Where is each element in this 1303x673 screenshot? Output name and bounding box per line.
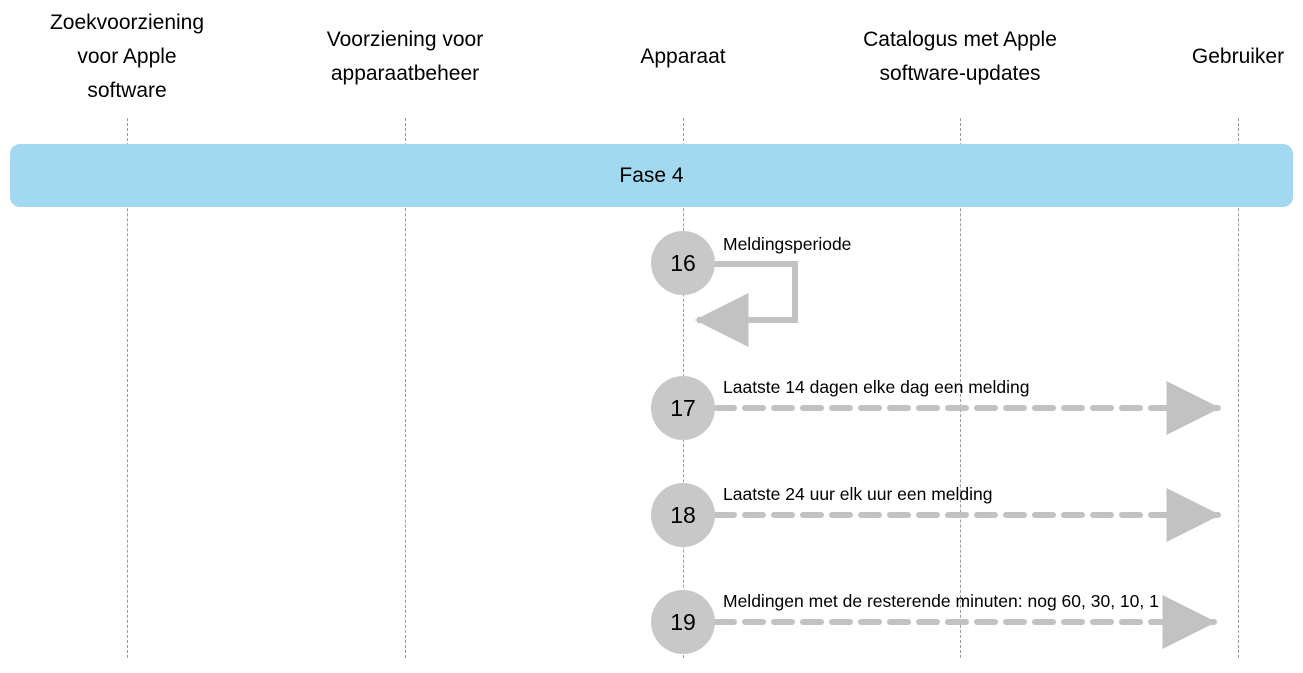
step-number-19: 19: [670, 608, 696, 635]
step-label-19: Meldingen met de resterende minuten: nog…: [723, 591, 1159, 611]
lane-header-voorziening-apparaatbeheer: Voorziening voor apparaatbeheer: [326, 28, 484, 85]
lane-line-zoekvoorziening: [127, 118, 128, 658]
step-label-17: Laatste 14 dagen elke dag een melding: [723, 377, 1030, 397]
phase-band-label: Fase 4: [619, 163, 684, 187]
lane-header-apparaat: Apparaat: [640, 45, 726, 68]
lane-line-voorziening-apparaatbeheer: [405, 118, 406, 658]
lane-header-zoekvoorziening: Zoekvoorziening voor Apple software: [49, 11, 205, 102]
step-circle-19[interactable]: 19: [651, 590, 715, 654]
step-circle-16[interactable]: 16: [651, 231, 715, 295]
lane-header-catalogus: Catalogus met Apple software-updates: [863, 28, 1057, 85]
phase-band: Fase 4: [10, 144, 1293, 207]
step-label-18: Laatste 24 uur elk uur een melding: [723, 484, 993, 504]
step-number-17: 17: [670, 394, 696, 421]
step-number-18: 18: [670, 501, 696, 528]
step-number-16: 16: [670, 249, 696, 276]
step-circle-18[interactable]: 18: [651, 483, 715, 547]
lane-line-catalogus: [960, 118, 961, 658]
step-circle-17[interactable]: 17: [651, 376, 715, 440]
lane-header-gebruiker: Gebruiker: [1191, 45, 1285, 68]
lane-line-gebruiker: [1238, 118, 1239, 658]
step-label-16: Meldingsperiode: [723, 234, 852, 254]
